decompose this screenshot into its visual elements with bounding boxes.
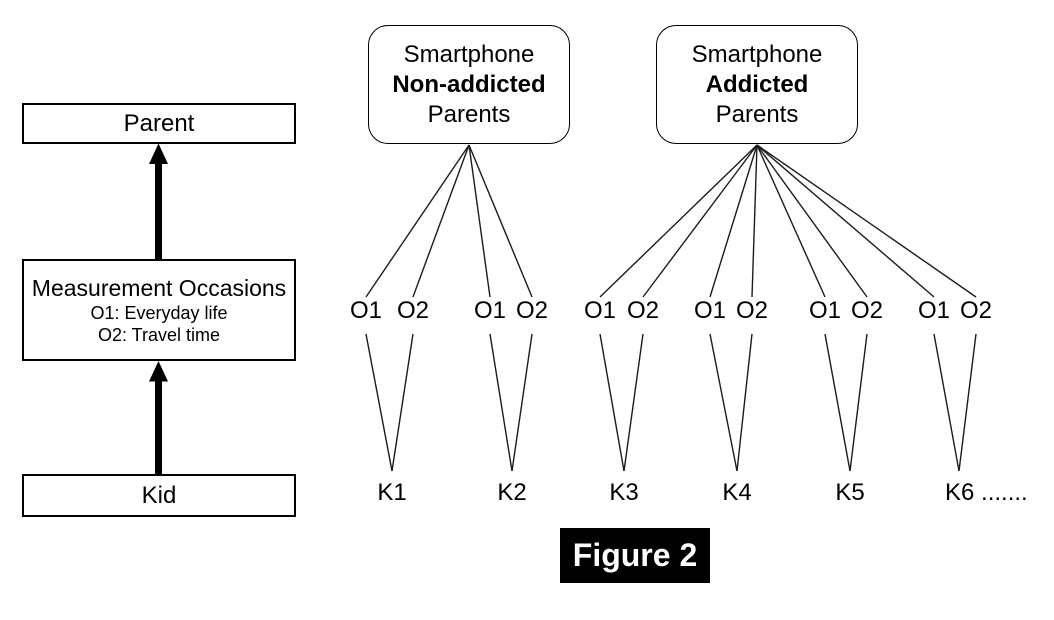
fan-line <box>642 144 758 298</box>
group-title-line: Smartphone <box>403 40 535 68</box>
occasion-label: O2 <box>396 297 430 324</box>
kid-node-label: K1 <box>377 479 407 506</box>
kid-node-label: K3 <box>609 479 639 506</box>
occasion-label: O1 <box>693 297 727 324</box>
occasion-label: O2 <box>959 297 993 324</box>
fan-line <box>756 144 868 298</box>
fan-line <box>365 144 470 298</box>
fan-line <box>599 144 758 298</box>
group-box-non-addicted-parents: Smartphone Non-addicted Parents <box>368 25 570 144</box>
occasion-label: O1 <box>473 297 507 324</box>
v-line <box>958 333 977 472</box>
occasion-label: O1 <box>349 297 383 324</box>
arrow-kid-to-measurement <box>149 361 168 474</box>
group-title-line-bold: Non-addicted <box>392 70 546 98</box>
v-line <box>599 333 625 472</box>
parent-label: Parent <box>123 109 195 137</box>
v-line <box>511 333 533 472</box>
kid-label: Kid <box>141 481 177 509</box>
figure-caption-text: Figure 2 <box>572 537 698 573</box>
occasion-label: O1 <box>917 297 951 324</box>
kid-node-label: K2 <box>497 479 527 506</box>
v-line <box>933 333 960 472</box>
measurement-title: Measurement Occasions <box>31 275 287 301</box>
group-title-line: Smartphone <box>691 40 823 68</box>
v-line <box>709 333 738 472</box>
v-line <box>824 333 851 472</box>
parent-box: Parent <box>22 103 296 144</box>
kid-node-label: K5 <box>835 479 865 506</box>
figure-caption: Figure 2 <box>560 528 710 583</box>
arrow-measurement-to-parent <box>149 143 168 259</box>
fan-line <box>468 144 491 298</box>
occasion-label: O2 <box>850 297 884 324</box>
v-line <box>849 333 868 472</box>
fan-line <box>709 144 758 298</box>
measurement-item-o2: O2: Travel time <box>97 325 221 345</box>
v-line <box>736 333 753 472</box>
fan-line <box>412 144 470 298</box>
measurement-occasions-box: Measurement Occasions O1: Everyday life … <box>22 259 296 361</box>
kid-box: Kid <box>22 474 296 517</box>
fan-line <box>468 144 533 298</box>
v-line <box>391 333 414 472</box>
fan-line <box>756 144 935 298</box>
v-line <box>489 333 513 472</box>
measurement-item-o1: O1: Everyday life <box>90 303 228 323</box>
occasion-label: O2 <box>626 297 660 324</box>
occasion-label: O1 <box>583 297 617 324</box>
occasion-label: O2 <box>735 297 769 324</box>
kid-node-label: K4 <box>722 479 752 506</box>
fan-line <box>756 144 826 298</box>
group-title-line: Parents <box>715 100 799 128</box>
v-line <box>623 333 644 472</box>
kid-node-label: K6 ....... <box>945 479 1028 506</box>
group-box-addicted-parents: Smartphone Addicted Parents <box>656 25 858 144</box>
fan-line <box>751 144 758 298</box>
group-title-line-bold: Addicted <box>705 70 809 98</box>
fan-line <box>756 144 977 298</box>
group-title-line: Parents <box>427 100 511 128</box>
v-line <box>365 333 393 472</box>
occasion-label: O2 <box>515 297 549 324</box>
occasion-label: O1 <box>808 297 842 324</box>
